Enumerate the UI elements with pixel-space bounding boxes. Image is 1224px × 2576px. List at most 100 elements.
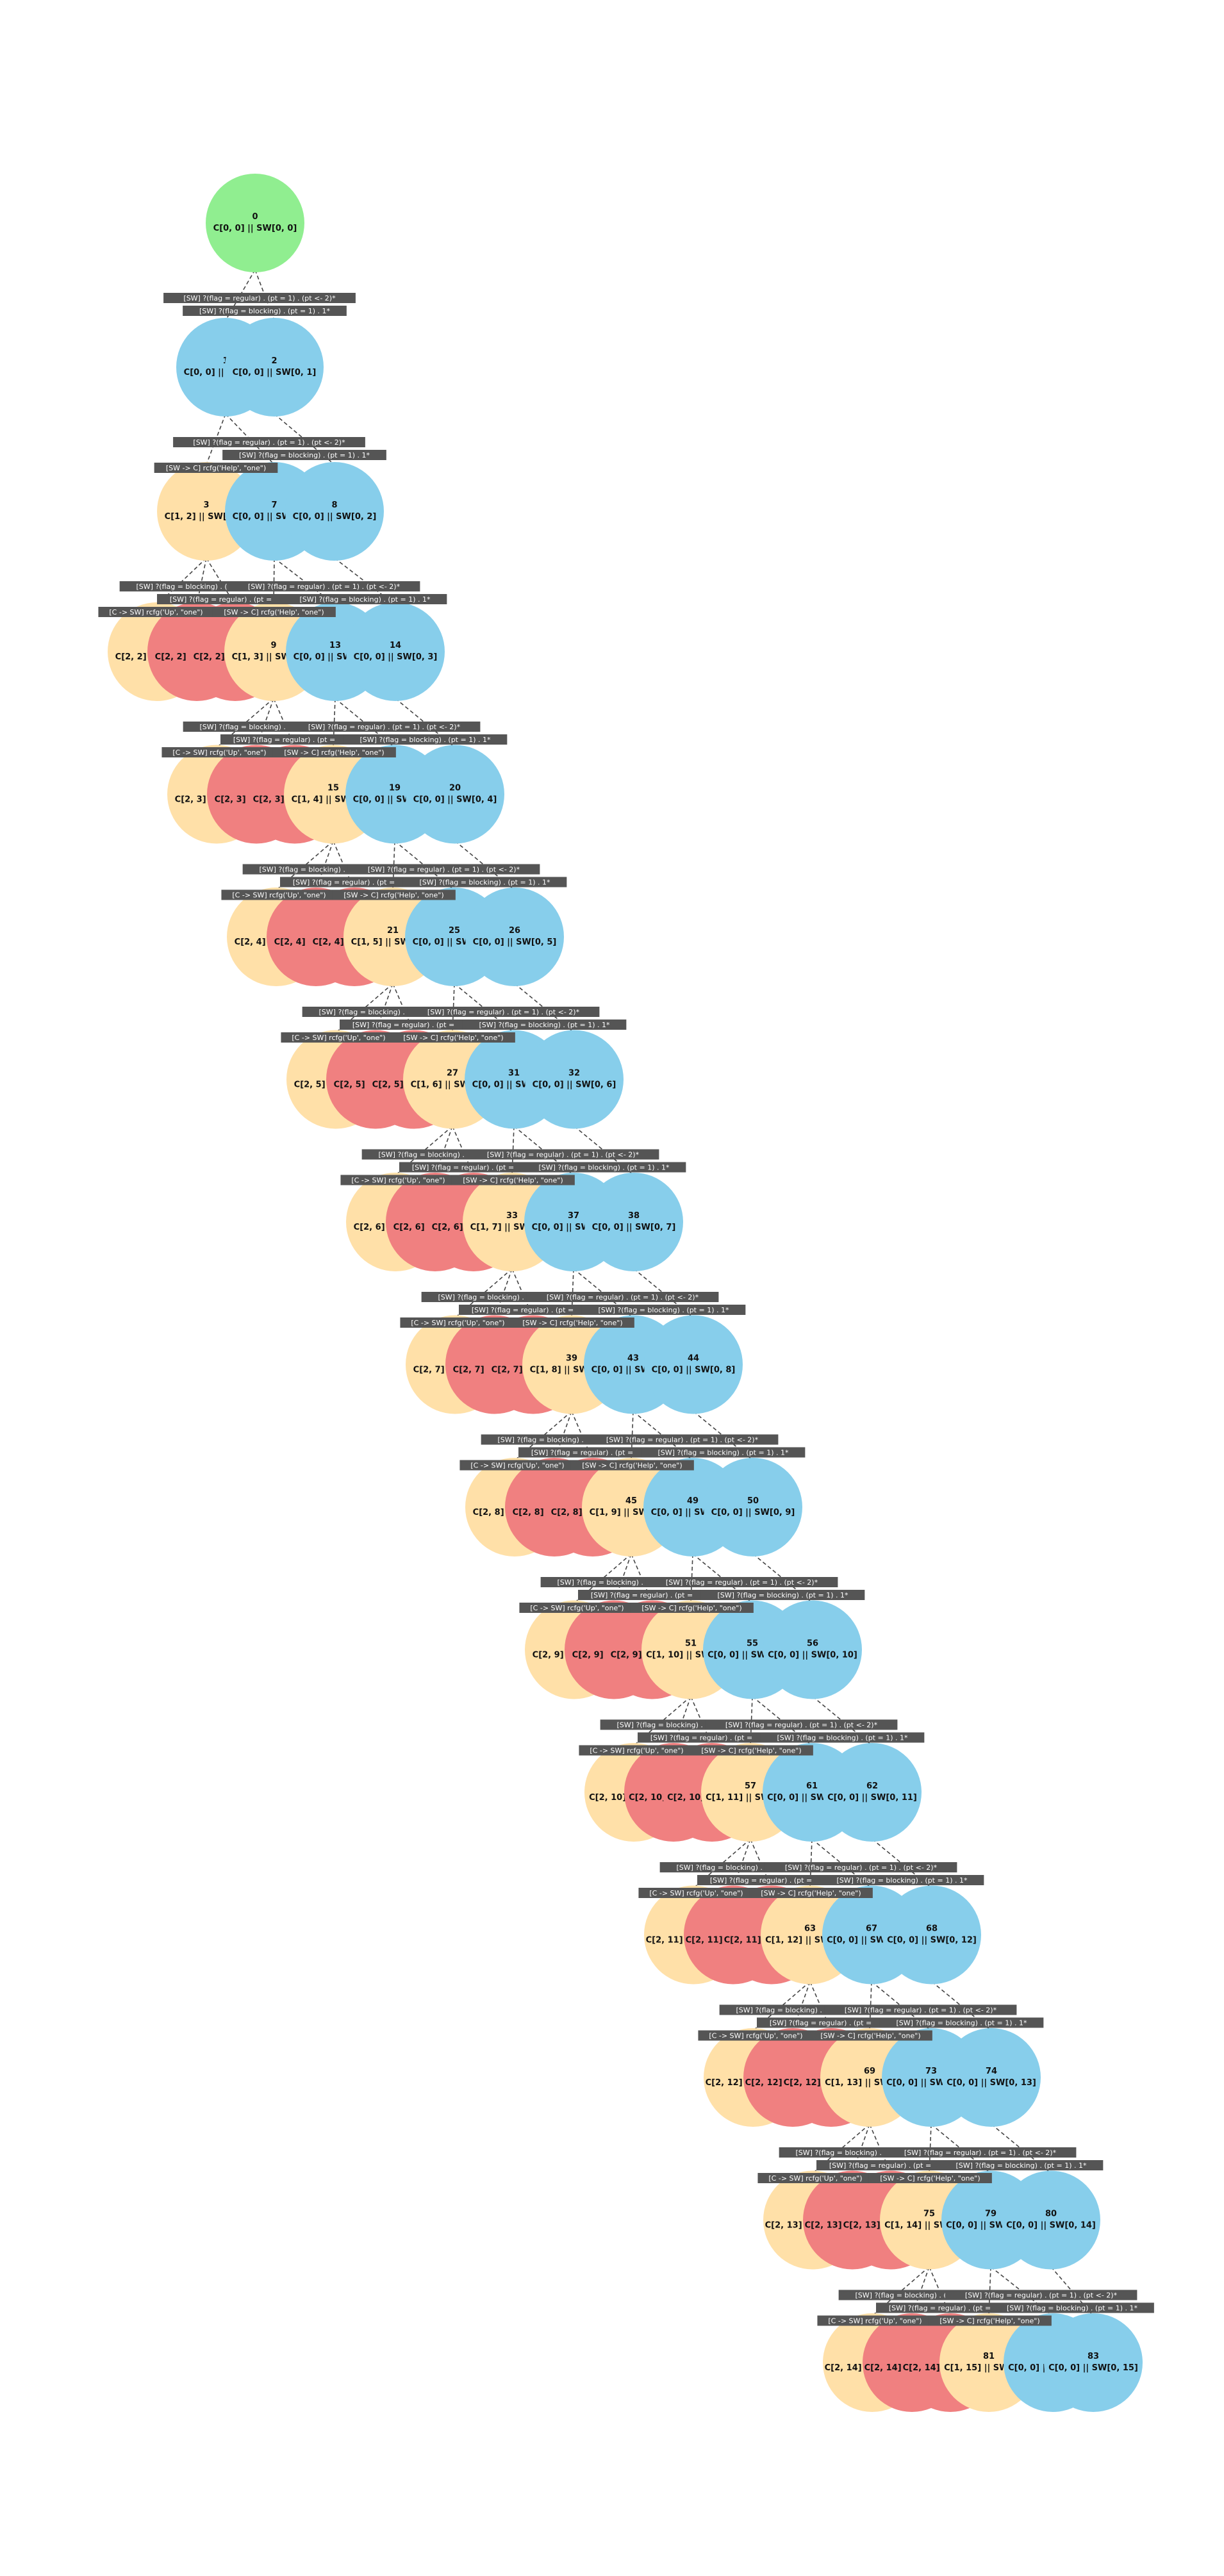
edge-label-box <box>816 2160 944 2170</box>
edge-label-text: [SW -> C] rcfg('Help', "one") <box>166 464 266 472</box>
state-node-20: 20C[0, 0] || SW[0, 4] <box>406 745 504 844</box>
edge-label-text: [C -> SW] rcfg('Up', "one") <box>232 891 326 900</box>
edge-label-box <box>221 889 337 900</box>
edge-label-text: [SW] ?(flag = regular) . (pt = 1) . (pt … <box>547 1293 699 1301</box>
state-node-label: C[0, 0] || SW[0, 12] <box>887 1936 977 1945</box>
state-node-circle <box>882 1885 981 1985</box>
state-node-id: 51 <box>685 1639 697 1649</box>
edge-label-box <box>222 450 386 460</box>
edge-label: [SW] ?(flag = regular) . (pt = <box>518 1447 646 1458</box>
edge-label: [SW -> C] rcfg('Help', "one") <box>154 463 278 473</box>
edge-label-text: [SW -> C] rcfg('Help', "one") <box>820 2032 920 2040</box>
edge-label-box <box>511 1317 634 1328</box>
edge-label: [SW -> C] rcfg('Help', "one") <box>749 1888 873 1898</box>
edge-label-text: [SW] ?(flag = regular) . (pt = 1) . (pt … <box>845 2006 997 2015</box>
state-node-id: 9 <box>270 641 276 650</box>
edge-label: [SW] ?(flag = regular) . (pt = 1) . (pt … <box>407 1007 600 1017</box>
edge-label: [SW] ?(flag = blocking) . (pt = 1) . 1* <box>522 1162 686 1173</box>
edge-label: [SW] ?(flag = blocking) . (pt = 1) . 1* <box>641 1447 806 1458</box>
edge-label-text: [C -> SW] rcfg('Up', "one") <box>470 1462 564 1470</box>
edge-label-box <box>343 734 508 745</box>
state-node-38: 38C[0, 0] || SW[0, 7] <box>584 1173 683 1271</box>
state-node-id: 38 <box>628 1211 640 1221</box>
edge-label-box <box>283 594 447 604</box>
edge-label-text: [C -> SW] rcfg('Up', "one") <box>530 1604 624 1612</box>
state-node-id: 39 <box>566 1354 577 1364</box>
state-node-id: 14 <box>390 641 401 650</box>
edge-label-text: [SW -> C] rcfg('Help', "one") <box>939 2317 1039 2325</box>
state-node-circle <box>1044 2313 1143 2412</box>
edge-label-text: [SW] ?(flag = blocking) . (pt = 1) . 1* <box>1007 2304 1137 2313</box>
edge-label-text: [SW] ?(flag = regular) . (pt = 1) . (pt … <box>785 1863 938 1872</box>
edge-label-text: [SW -> C] rcfg('Help', "one") <box>403 1034 503 1042</box>
edge-label-box <box>281 1032 397 1043</box>
state-node-circle <box>465 888 564 986</box>
edge-label: [C -> SW] rcfg('Up', "one") <box>757 2173 873 2183</box>
edge-label-box <box>945 2290 1137 2300</box>
state-node-id: 33 <box>506 1211 518 1221</box>
state-node-26: 26C[0, 0] || SW[0, 5] <box>465 888 564 986</box>
state-node-id: 61 <box>806 1781 818 1791</box>
edge-label-text: [SW] ?(flag = blocking) . (pt = 1) . 1* <box>599 1306 729 1314</box>
edge-label-box <box>161 747 277 757</box>
edge-label-box <box>459 1305 586 1315</box>
state-node-circle <box>584 1173 683 1271</box>
state-node-id: 43 <box>627 1354 639 1364</box>
edge-label: [SW] ?(flag = regular) . (pt = 1) . (pt … <box>347 864 540 875</box>
edge-label-text: [C -> SW] rcfg('Up', "one") <box>649 1889 743 1897</box>
edge-label-text: [SW] ?(flag = regular) . (pt = 1) . (pt … <box>666 1578 818 1587</box>
edge-label-box <box>347 864 540 875</box>
state-node-id: 57 <box>745 1781 756 1791</box>
edge-label-text: [SW] ?(flag = regular) . (pt = <box>650 1734 752 1742</box>
edge-label: [SW] ?(flag = blocking) . (pt = 1) . 1* <box>581 1305 746 1315</box>
edge-label-text: [SW -> C] rcfg('Help', "one") <box>224 608 324 616</box>
state-node-circle <box>406 745 504 844</box>
edge-label-text: [SW] ?(flag = regular) . (pt = 1) . (pt … <box>965 2291 1118 2300</box>
edge-label-box <box>288 722 481 732</box>
edge-label: [SW] ?(flag = regular) . (pt = 1) . (pt … <box>163 293 356 303</box>
state-node-0: 0C[0, 0] || SW[0, 0] <box>206 174 304 272</box>
edge-label-text: [SW] ?(flag = regular) . (pt = 1) . (pt … <box>368 866 520 874</box>
edge-label-text: [SW] ?(flag = regular) . (pt = 1) . (pt … <box>725 1721 878 1730</box>
edge-label: [SW -> C] rcfg('Help', "one") <box>451 1175 575 1185</box>
edge-label: [C -> SW] rcfg('Up', "one") <box>459 1460 575 1471</box>
edge-label: [C -> SW] rcfg('Up', "one") <box>281 1032 397 1043</box>
edge-label-text: [SW] ?(flag = blocking) . (pt = 1) . 1* <box>658 1449 789 1457</box>
edge-label-text: [SW] ?(flag = blocking) . (pt = 1) . 1* <box>479 1021 610 1029</box>
state-node-id: 49 <box>687 1496 699 1506</box>
nodes-layer: 0C[0, 0] || SW[0, 0]1C[0, 0] || SW[0, 1]… <box>108 174 1143 2412</box>
edge-label-box <box>757 2173 873 2183</box>
edge-label: [SW] ?(flag = blocking) . (pt = 1) . 1* <box>343 734 508 745</box>
edge-label-box <box>765 1862 957 1872</box>
state-node-83: 83C[0, 0] || SW[0, 15] <box>1044 2313 1143 2412</box>
state-node-id: 83 <box>1088 2352 1099 2361</box>
edge-label-box <box>459 1460 575 1471</box>
edge-label: [SW -> C] rcfg('Help', "one") <box>272 747 396 757</box>
edge-label-text: [SW -> C] rcfg('Help', "one") <box>463 1177 563 1185</box>
edge-label-text: [C -> SW] rcfg('Up', "one") <box>351 1177 445 1185</box>
state-node-2: 2C[0, 0] || SW[0, 1] <box>225 318 324 417</box>
edge-label-text: [SW] ?(flag = blocking) . (pt = 1) . 1* <box>239 451 370 459</box>
edge-label-text: [SW] ?(flag = blocking) . (pt = 1) . 1* <box>897 2019 1027 2027</box>
edge-label-box <box>399 1162 527 1173</box>
edge-label-box <box>757 2017 884 2028</box>
edge-label: [SW] ?(flag = regular) . (pt = <box>459 1305 586 1315</box>
edge-label: [C -> SW] rcfg('Up', "one") <box>698 2030 814 2041</box>
edge-label-text: [SW] ?(flag = blocking) . (pt = 1) . 1* <box>420 879 550 887</box>
edge-label: [SW] ?(flag = blocking) . (pt = 1) . 1* <box>183 306 347 316</box>
edge-label-box <box>809 2030 932 2041</box>
edge-label-box <box>183 306 347 316</box>
edge-label-box <box>154 463 278 473</box>
edge-label-box <box>586 1434 779 1445</box>
edge-label: [SW] ?(flag = regular) . (pt = <box>399 1162 527 1173</box>
edge-label-box <box>990 2302 1154 2313</box>
edge-label-box <box>467 1149 659 1160</box>
state-node-label: C[0, 0] || SW[0, 13] <box>947 2078 1036 2088</box>
edge-label: [C -> SW] rcfg('Up', "one") <box>340 1175 456 1185</box>
state-node-id: 68 <box>926 1924 938 1934</box>
edge-label: [SW] ?(flag = blocking) . (pt = 1) . 1* <box>462 1020 627 1030</box>
edge-label-text: [SW -> C] rcfg('Help', "one") <box>582 1462 682 1470</box>
edge-label: [SW] ?(flag = blocking) . (pt = 1) . 1* <box>820 1875 984 1885</box>
edge-label: [SW] ?(flag = blocking) . (pt = 1) . 1* <box>760 1732 925 1743</box>
